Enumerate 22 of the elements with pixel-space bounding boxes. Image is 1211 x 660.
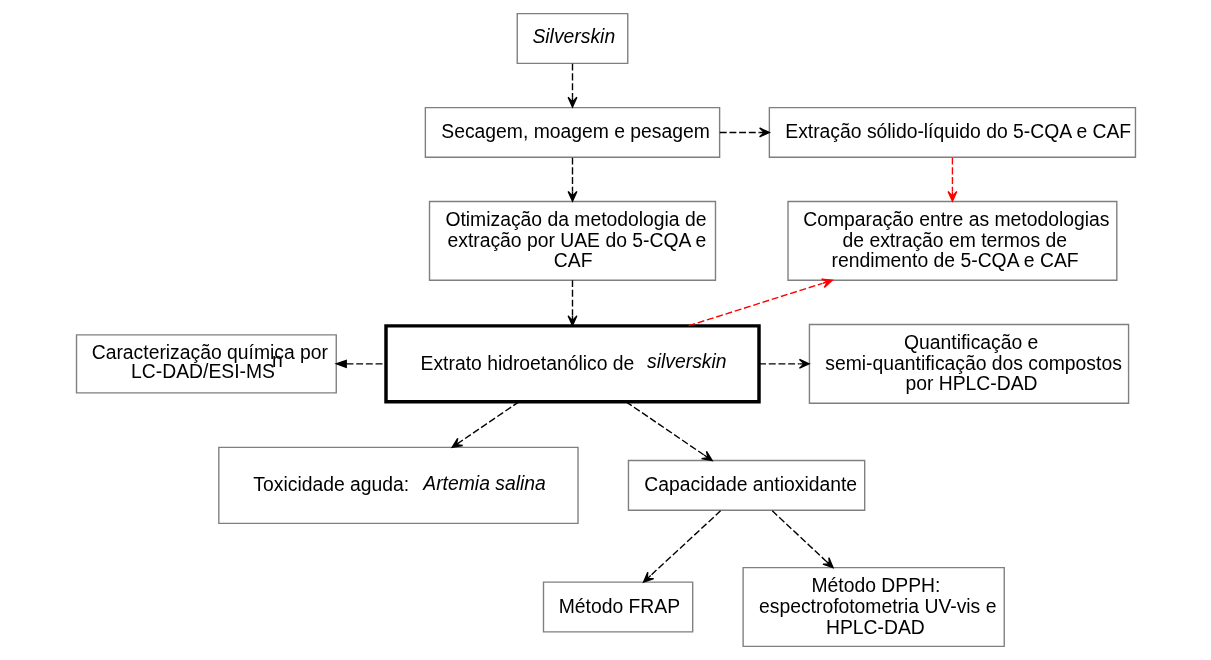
- arrow: [771, 510, 834, 569]
- arrow: [757, 358, 810, 369]
- arrow: [451, 401, 520, 448]
- node-box: Comparação entre as metodologias de extração em termos de rendimento de 5-CQA e CAF: [786, 200, 1117, 281]
- node-box: Capacidade antioxidante: [627, 459, 865, 511]
- node-box: Extração sólido-líquido do 5-CQA e CAF: [768, 106, 1136, 158]
- node-box: Secagem, moagem e pesagem: [424, 106, 720, 158]
- node-box: Quantificação e semi-quantificação dos compostos por HPLC-DAD: [808, 323, 1129, 404]
- arrow: [687, 278, 833, 327]
- node-box: Silverskin: [516, 12, 628, 65]
- arrow: [946, 157, 957, 202]
- arrow: [566, 279, 578, 327]
- node-box: Extrato hidroetanólico de silverskin: [383, 324, 761, 404]
- arrow: [566, 63, 578, 108]
- arrow: [718, 127, 770, 138]
- node-box: Otimização da metodologia de extração por UAE do 5-CQA e CAF: [428, 200, 716, 281]
- node-box: Método DPPH: espectrofotometria UV-vis e HPLC-DAD: [741, 566, 1005, 648]
- arrow: [642, 510, 721, 583]
- node-box: Toxicidade aguda: Artemia salina: [217, 446, 579, 525]
- node-box: Método FRAP: [542, 581, 693, 633]
- arrow: [566, 157, 578, 202]
- arrow: [624, 401, 713, 462]
